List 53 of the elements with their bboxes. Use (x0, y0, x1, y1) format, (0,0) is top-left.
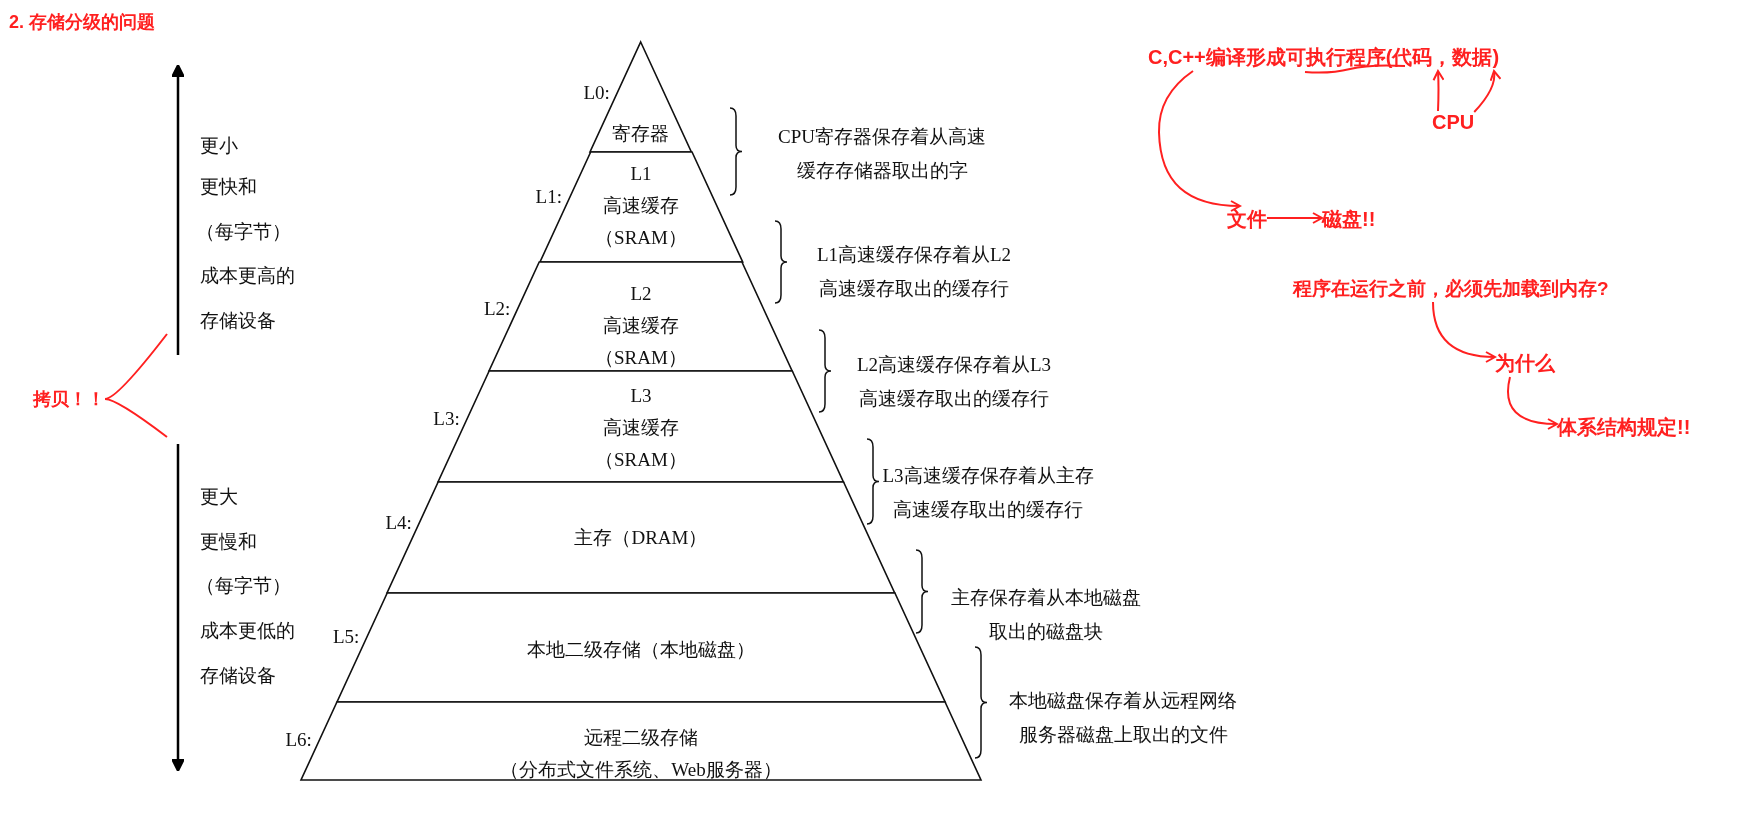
level-name: 本地二级存储（本地磁盘） (527, 638, 755, 662)
annotation-text: CPU (1432, 111, 1475, 134)
side-note: 更大 (200, 485, 238, 509)
level-name: 寄存器 (612, 122, 670, 146)
level-name: 主存（DRAM） (574, 526, 708, 550)
side-note: 更小 (200, 134, 238, 158)
level-label: L2: (484, 298, 511, 320)
level-name: （SRAM） (595, 448, 687, 472)
level-label: L3: (433, 408, 460, 430)
level-name: L1 (630, 162, 652, 186)
arrow (1432, 70, 1445, 112)
side-note: 成本更高的 (200, 264, 295, 288)
side-note: 成本更低的 (200, 619, 295, 643)
level-description: L1高速缓存保存着从L2高速缓存取出的缓存行 (815, 243, 1013, 301)
side-note: （每字节） (196, 220, 291, 244)
annotation-text: 为什么 (1495, 350, 1555, 377)
side-note: 存储设备 (200, 309, 276, 333)
annotation-text: 拷贝！！ (33, 387, 105, 411)
annotation-text: 程序在运行之前，必须先加载到内存? (1293, 276, 1609, 302)
annotation-text: 体系结构规定!! (1557, 414, 1691, 441)
arrow (1158, 70, 1241, 212)
heading: 2. 存储分级的问题 (9, 11, 155, 34)
arrow (1266, 212, 1323, 224)
leader-line (104, 398, 168, 438)
arrow (1432, 301, 1496, 363)
level-description: 本地磁盘保存着从远程网络服务器磁盘上取出的文件 (1008, 689, 1238, 747)
leader-line (104, 333, 168, 400)
arrow (1473, 70, 1501, 113)
level-name: （分布式文件系统、Web服务器） (500, 758, 782, 782)
level-name: L3 (630, 384, 652, 408)
side-note: 更快和 (200, 175, 257, 199)
level-description: 主存保存着从本地磁盘取出的磁盘块 (950, 586, 1142, 644)
level-name: （SRAM） (595, 226, 687, 250)
side-note: （每字节） (196, 574, 291, 598)
level-label: L1: (535, 186, 562, 208)
level-label: L6: (285, 729, 312, 751)
annotation-text: 磁盘!! (1322, 206, 1376, 233)
level-description: L2高速缓存保存着从L3高速缓存取出的缓存行 (855, 353, 1053, 411)
level-description: L3高速缓存保存着从主存高速缓存取出的缓存行 (881, 464, 1095, 522)
level-description: CPU寄存器保存着从高速缓存存储器取出的字 (777, 125, 987, 183)
level-label: L0: (583, 82, 610, 104)
level-name: L2 (630, 282, 652, 306)
level-label: L4: (385, 512, 412, 534)
level-name: 高速缓存 (603, 416, 679, 440)
level-name: 高速缓存 (603, 194, 679, 218)
side-note: 存储设备 (200, 664, 276, 688)
level-name: 远程二级存储 (584, 726, 698, 750)
level-label: L5: (332, 626, 360, 648)
annotation-text: 文件 (1227, 206, 1267, 233)
level-name: 高速缓存 (603, 314, 679, 338)
arrow (1506, 376, 1558, 430)
side-note: 更慢和 (200, 530, 257, 554)
level-name: （SRAM） (595, 346, 687, 370)
